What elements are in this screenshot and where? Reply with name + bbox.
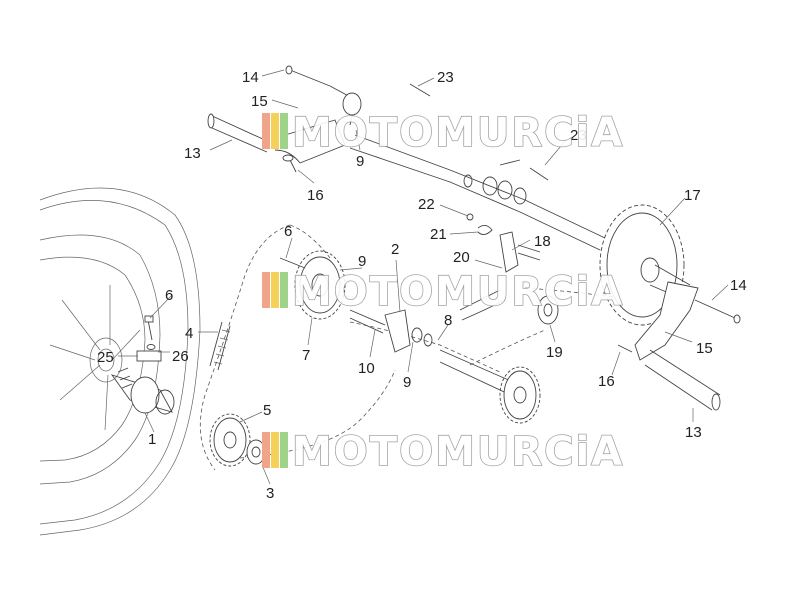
callout-label: 16 [598, 373, 615, 390]
right-bracket-part-15 [617, 281, 721, 411]
callout-label: 15 [251, 93, 268, 110]
middle-shaft-parts [349, 309, 541, 424]
callout-label: 18 [534, 233, 551, 250]
callout-label: 4 [185, 325, 193, 342]
watermark-text: MOTOMURCiA [292, 269, 624, 315]
upper-shaft-part-13 [207, 65, 606, 251]
bolt-and-clip [136, 315, 162, 362]
chain-segment-part-4 [209, 321, 231, 371]
drive-sprocket-part-5 [209, 413, 266, 467]
callout-label: 10 [358, 360, 375, 377]
callout-label: 9 [356, 153, 364, 170]
callout-label: 25 [97, 349, 114, 366]
bushing-set-upper [463, 174, 527, 205]
callout-label: 15 [696, 340, 713, 357]
bolts-part-23 [409, 83, 549, 181]
callout-label: 3 [266, 485, 274, 502]
bolt-part-14-right [694, 299, 741, 324]
watermark-bottom: MOTOMURCiA [262, 428, 624, 476]
hub-axle-part-1 [110, 367, 175, 415]
callout-label: 22 [418, 196, 435, 213]
callout-label: 6 [284, 223, 292, 240]
tensioner-parts [459, 213, 559, 325]
callout-label: 23 [437, 69, 454, 86]
callout-label: 21 [430, 226, 447, 243]
watermark-middle: MOTOMURCiA [262, 268, 624, 316]
large-sprocket-part-17 [599, 204, 691, 326]
callout-label: 23 [570, 127, 587, 144]
watermark-text: MOTOMURCiA [292, 429, 624, 475]
callout-label: 2 [391, 241, 399, 258]
callout-label: 20 [453, 249, 470, 266]
intermediate-sprocket-part-7 [279, 250, 346, 320]
callout-label: 9 [403, 374, 411, 391]
callout-label: 5 [263, 402, 271, 419]
callout-labels: 14 23 15 13 9 16 23 17 22 21 18 6 2 9 20… [97, 69, 747, 502]
callout-label: 8 [444, 312, 452, 329]
chain-path [199, 224, 621, 471]
callout-label: 13 [685, 424, 702, 441]
watermark-top: MOTOMURCiA [262, 109, 624, 157]
callout-label: 13 [184, 145, 201, 162]
watermark-text: MOTOMURCiA [292, 110, 624, 156]
callout-label: 19 [546, 344, 563, 361]
callout-label: 26 [172, 348, 189, 365]
rear-wheel [39, 187, 201, 536]
callout-label: 14 [242, 69, 259, 86]
callout-label: 6 [165, 287, 173, 304]
callout-label: 14 [730, 277, 747, 294]
callout-label: 17 [684, 187, 701, 204]
callout-label: 9 [358, 253, 366, 270]
callout-label: 16 [307, 187, 324, 204]
callout-label: 1 [148, 431, 156, 448]
leader-lines [118, 69, 729, 485]
callout-label: 7 [302, 347, 310, 364]
